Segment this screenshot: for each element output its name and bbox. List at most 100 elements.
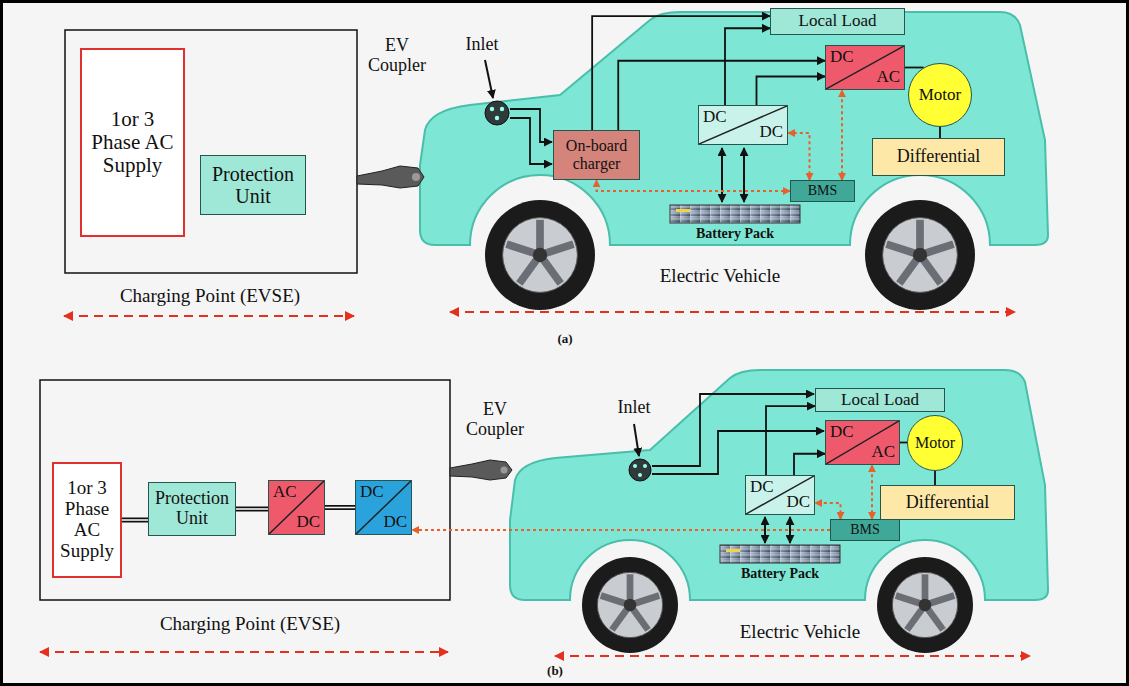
protection-box: Protection Unit [148,482,236,536]
inlet-pointer [485,60,493,98]
inlet-socket [629,459,651,481]
inlet-wires [652,394,814,466]
battery-link [721,148,723,202]
connector [788,133,810,180]
span-arrow [450,311,1015,313]
inlet-wires [510,109,552,164]
connector [841,90,843,180]
ev-coupler-plug [357,166,424,188]
node-text: DC [703,108,727,127]
diagonal-line [269,481,324,534]
span-arrow [64,315,354,317]
ac-supply-box: 1or 3 Phase AC Supply [52,462,122,578]
battery-link [743,148,745,202]
connector [766,406,815,475]
ev-coupler-plug [450,460,512,480]
ev-coupler-plug [450,460,512,480]
node-text: DC [750,478,774,497]
inlet-label: Inlet [452,35,512,55]
bms-box: BMS [830,519,900,540]
node-text: DC [296,513,320,532]
node-text: Differential [897,147,981,167]
battery-pack [726,549,740,552]
inlet-label: Inlet [604,398,664,418]
node-text: AC [876,68,900,87]
node-text: Motor [915,434,955,452]
wheel [533,248,547,262]
inlet-pointer [634,424,639,456]
wheel [919,599,931,611]
connector [815,503,841,519]
connector [122,518,148,523]
battery-link [789,517,791,543]
wheel [877,557,973,653]
inlet-wires [510,118,552,164]
node-text: DC [830,423,854,442]
node-text: DC [759,123,783,142]
connector [934,471,936,485]
connector [935,471,936,485]
connector [618,61,825,130]
panel-label: (b) [535,664,575,678]
inlet-socket [633,464,637,468]
differential-box: Differential [880,485,1015,520]
wheel [582,557,678,653]
inlet-wires [652,431,824,474]
span-arrow [40,652,1030,656]
diagonal-line [826,46,904,89]
rectifier-box: ACDC [268,480,325,535]
connector [871,465,873,519]
span-arrow [555,655,1030,657]
evse-label: Charging Point (EVSE) [80,286,340,307]
connector [122,519,148,521]
wheel [865,200,975,310]
battery-link [722,148,744,202]
node-text: DC [830,48,854,67]
wheel [877,557,973,653]
diagonal-line [746,476,814,514]
connector [412,529,830,530]
node-text: DC [383,513,407,532]
differential-box: Differential [872,138,1005,176]
inlet-pointer [634,424,639,456]
battery-link [764,517,766,543]
wheel [913,248,927,262]
node-text: Local Load [799,12,877,31]
battery-pack [720,545,840,563]
wheel [624,599,636,611]
connector [325,507,355,508]
connector [236,509,268,510]
wheel [485,200,975,653]
node-text: Protection Unit [205,163,301,207]
connector [788,133,810,180]
vehicle-label: Electric Vehicle [640,266,800,287]
connector [815,503,841,519]
node-text: Motor [919,86,962,105]
wheel [582,557,678,653]
ac-supply-box: 1or 3 Phase AC Supply [80,48,185,237]
battery-pack [720,545,840,563]
inlet-wires [510,109,552,142]
protection-box: Protection Unit [200,155,306,215]
converter-box: DC DC [745,475,815,515]
coupler-label: EV Coupler [458,400,532,440]
connector [757,77,826,106]
motor-circle: Motor [907,415,963,471]
inlet-socket [643,464,647,468]
connector [794,454,825,475]
span-arrow [64,312,1015,316]
connector [725,28,770,105]
wheel [503,218,578,293]
converter-box: DC DC [698,105,788,145]
battery-label: Battery Pack [715,566,845,581]
connector [766,406,815,475]
inlet-socket [500,107,504,111]
connector [236,507,268,512]
coupler-label: EV Coupler [360,36,434,76]
inlet-socket [490,107,494,111]
node-text: DC [786,493,810,512]
inverter-box: DC AC [825,45,905,90]
inlet-pointer [485,60,493,98]
connector [597,180,791,191]
motor-circle: Motor [908,63,972,127]
